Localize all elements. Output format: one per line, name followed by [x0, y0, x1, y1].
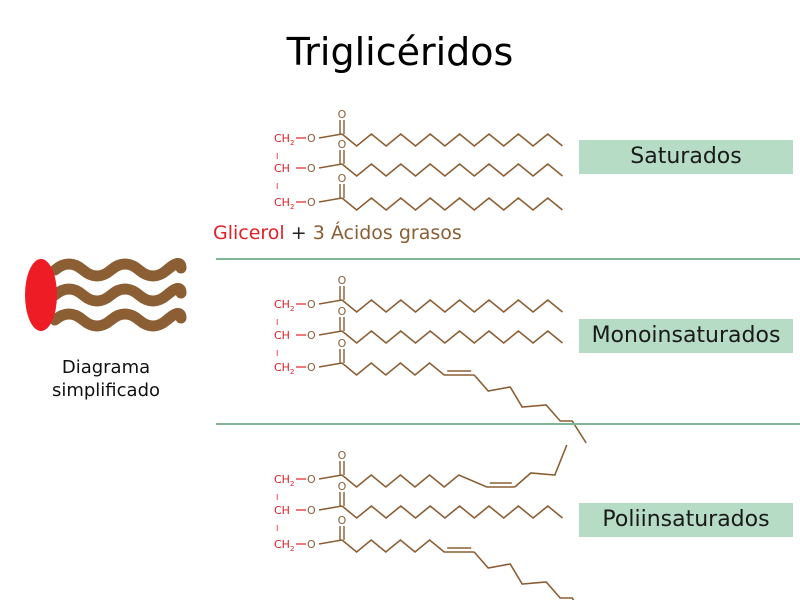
- saturated-fatty-acid-chain: [341, 504, 564, 520]
- saturated-fatty-acid-chain: [341, 132, 564, 148]
- legend-line: Glicerol + 3 Ácidos grasos: [213, 222, 462, 244]
- ch-label: CH: [274, 329, 290, 342]
- ester-oxygen: O: [307, 162, 316, 175]
- carbonyl-oxygen: O: [338, 172, 347, 185]
- ester-bond: [318, 163, 343, 169]
- ch2-label: CH: [274, 132, 290, 145]
- ester-oxygen: O: [307, 504, 316, 517]
- monounsaturated-tail: [473, 551, 575, 600]
- carbonyl-oxygen: O: [338, 305, 347, 318]
- ester-bond: [318, 362, 343, 368]
- glycerol-bond: I: [276, 349, 278, 358]
- ester-bond: [318, 330, 343, 336]
- divider-top: [216, 258, 800, 260]
- ester-bond: [318, 299, 343, 305]
- saturated-fatty-acid-chain: [341, 329, 564, 345]
- ch2-label: CH: [274, 298, 290, 311]
- ester-oxygen: O: [307, 538, 316, 551]
- label-poliinsaturados: Poliinsaturados: [579, 503, 793, 537]
- glycerol-head-shape: [25, 259, 57, 331]
- label-saturados: Saturados: [579, 140, 793, 174]
- caption-line-1: Diagrama: [61, 357, 151, 378]
- ch2-label: CH: [274, 473, 290, 486]
- label-monoinsaturados: Monoinsaturados: [579, 319, 793, 353]
- saturated-fatty-acid-chain: [341, 162, 564, 178]
- subscript-2: 2: [290, 480, 294, 488]
- ester-oxygen: O: [307, 473, 316, 486]
- subscript-2: 2: [290, 139, 294, 147]
- ester-bond: [318, 474, 343, 480]
- wavy-chain-bottom: [49, 308, 187, 332]
- wavy-chain-top: [49, 258, 187, 282]
- glycerol-bond: I: [276, 524, 278, 533]
- carbonyl-oxygen: O: [338, 108, 347, 121]
- ch2-label: CH: [274, 196, 290, 209]
- ester-bond: [318, 539, 343, 545]
- ester-oxygen: O: [307, 361, 316, 374]
- carbonyl-oxygen: O: [338, 138, 347, 151]
- ester-oxygen: O: [307, 329, 316, 342]
- glycerol-bond: I: [276, 182, 278, 191]
- glycerol-bond: I: [276, 318, 278, 327]
- simplified-diagram-caption: Diagrama simplificado: [30, 356, 182, 402]
- glycerol-bond: I: [276, 493, 278, 502]
- subscript-2: 2: [290, 545, 294, 553]
- ester-bond: [318, 505, 343, 511]
- ester-bond: [318, 133, 343, 139]
- ch-label: CH: [274, 162, 290, 175]
- polyunsaturated-chain-part: [341, 473, 515, 489]
- subscript-2: 2: [290, 368, 294, 376]
- carbonyl-oxygen: O: [338, 480, 347, 493]
- carbonyl-oxygen: O: [338, 514, 347, 527]
- monounsaturated-chain-part: [341, 538, 475, 554]
- glycerol-bond: I: [276, 152, 278, 161]
- wavy-chain-middle: [49, 283, 187, 307]
- subscript-2: 2: [290, 305, 294, 313]
- saturated-fatty-acid-chain: [341, 196, 564, 212]
- legend-glicerol: Glicerol: [213, 222, 285, 244]
- subscript-2: 2: [290, 203, 294, 211]
- page-title: Triglicéridos: [286, 30, 514, 74]
- divider-bottom: [216, 423, 800, 425]
- ester-bond: [318, 197, 343, 203]
- ch2-label: CH: [274, 361, 290, 374]
- ester-oxygen: O: [307, 196, 316, 209]
- monounsaturated-chain-part: [341, 361, 475, 377]
- legend-acidos-grasos: 3 Ácidos grasos: [312, 222, 462, 244]
- carbonyl-oxygen: O: [338, 337, 347, 350]
- monounsaturated-tail: [473, 374, 587, 444]
- simplified-diagram: [25, 258, 187, 332]
- polyunsaturated-tail: [514, 444, 568, 488]
- caption-line-2: simplificado: [51, 380, 161, 401]
- ester-oxygen: O: [307, 132, 316, 145]
- carbonyl-oxygen: O: [338, 274, 347, 287]
- carbonyl-oxygen: O: [338, 449, 347, 462]
- saturated-fatty-acid-chain: [341, 298, 564, 314]
- legend-plus: +: [290, 222, 307, 244]
- ch-label: CH: [274, 504, 290, 517]
- ch2-label: CH: [274, 538, 290, 551]
- ester-oxygen: O: [307, 298, 316, 311]
